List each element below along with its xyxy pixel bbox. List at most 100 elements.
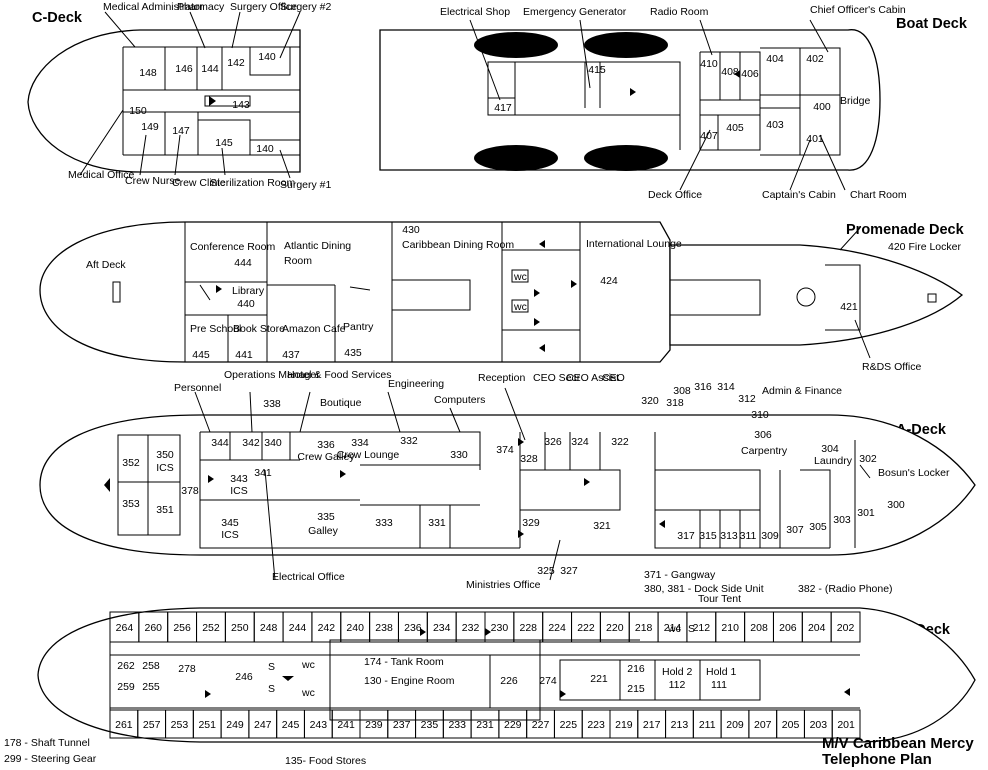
atlantic-dining-label: Atlantic Dining [284,240,351,252]
room-421-label: R&DS Office [862,361,921,373]
room-111: 111 [711,679,727,691]
room-441: 441 [235,349,253,361]
room-210: 210 [721,622,739,634]
room-201: 201 [837,719,855,731]
room-243: 243 [310,719,328,731]
room-306-label: Carpentry [741,445,788,457]
room-230: 230 [491,622,509,634]
room-424-label: International Lounge [586,238,682,250]
room-258: 258 [142,660,160,672]
room-206: 206 [779,622,797,634]
engine-room-label: 130 - Engine Room [364,675,455,687]
room-248: 248 [260,622,278,634]
room-140-b: 140 [256,143,274,155]
room-232: 232 [462,622,480,634]
room-142-label: Surgery Office [230,1,297,13]
room-334: 334 [351,437,369,449]
room-208: 208 [750,622,768,634]
room-220: 220 [606,622,624,634]
room-145-label: Sterilization Room [210,177,295,189]
cabin-cell [830,611,861,643]
promenade-deck-hull-fwd [669,244,964,346]
room-244: 244 [289,622,307,634]
room-437: 437 [282,349,300,361]
room-331: 331 [428,517,446,529]
room-400: 400 [813,101,831,113]
room-253: 253 [171,719,189,731]
room-341: 341 [254,467,272,479]
room-261: 261 [115,719,133,731]
room-217: 217 [643,719,661,731]
room-203: 203 [810,719,828,731]
electrical-office-label: Electrical Office [272,571,345,583]
room-421: 421 [840,301,858,313]
room-225: 225 [560,719,578,731]
room-216: 216 [627,663,645,675]
room-278: 278 [178,663,196,675]
room-444: 444 [234,257,252,269]
b-deck: B-Deck 264260256252250248244242240238236… [37,607,976,743]
room-405: 405 [726,122,744,134]
room-302: 302 [859,453,877,465]
room-327: 327 [560,565,578,577]
room-300-label: Bosun's Locker [878,467,950,479]
room-407: 407 [700,130,718,142]
room-435: 435 [344,347,362,359]
c-deck-title: C-Deck [32,10,83,26]
room-307: 307 [786,524,804,536]
boat-deck: Boat Deck 417 Electrical Shop 415 Emerge… [379,4,968,201]
tank-room-label: 174 - Tank Room [364,656,444,668]
room-314: 314 [717,381,735,393]
room-330: 330 [450,449,468,461]
room-340: 340 [264,437,282,449]
room-240: 240 [346,622,364,634]
room-325: 325 [537,565,555,577]
room-144: 144 [201,63,219,75]
room-222: 222 [577,622,595,634]
room-251: 251 [198,719,216,731]
room-148: 148 [139,67,157,79]
room-401: 401 [806,133,824,145]
room-140-a: 140 [258,51,276,63]
room-246: 246 [235,671,253,683]
room-315: 315 [699,530,717,542]
room-321: 321 [593,520,611,532]
room-374: 374 [496,444,514,456]
plan-title-line1: M/V Caribbean Mercy [822,735,974,752]
c-deck: C-Deck 148 Medical Administrator 146 Pha… [27,1,332,191]
room-147: 147 [172,125,190,137]
room-213: 213 [671,719,689,731]
room-112: 112 [669,679,686,691]
room-313: 313 [720,530,738,542]
gangway-label: 371 - Gangway [644,569,716,581]
room-306: 306 [754,429,772,441]
room-249: 249 [226,719,244,731]
room-247: 247 [254,719,272,731]
room-415: 415 [588,64,606,76]
wc-label: wc [513,301,527,313]
room-202: 202 [837,622,855,634]
room-326: 326 [544,436,562,448]
room-407-label: Deck Office [648,189,702,201]
room-435-label: Pantry [343,321,374,333]
lifeboat-icon [584,145,668,171]
wc-label: wc [301,659,315,671]
room-420-label: 420 Fire Locker [888,241,961,253]
hold-1-label: Hold 1 [706,666,737,678]
room-332-label: Engineering [388,378,444,390]
room-215: 215 [627,683,645,695]
room-311: 311 [740,530,757,542]
room-336: 336 [317,439,335,451]
room-305: 305 [809,521,827,533]
room-445-label: Pre School [190,323,241,335]
room-150: 150 [129,105,147,117]
plan-title-line2: Telephone Plan [822,751,932,768]
room-402: 402 [806,53,824,65]
room-235: 235 [421,719,439,731]
room-142: 142 [227,57,245,69]
room-445: 445 [192,349,210,361]
room-264: 264 [116,622,134,634]
room-328: 328 [520,453,538,465]
room-233: 233 [448,719,466,731]
promenade-deck: Promenade Deck wc wc Aft Deck Conference… [39,221,965,373]
